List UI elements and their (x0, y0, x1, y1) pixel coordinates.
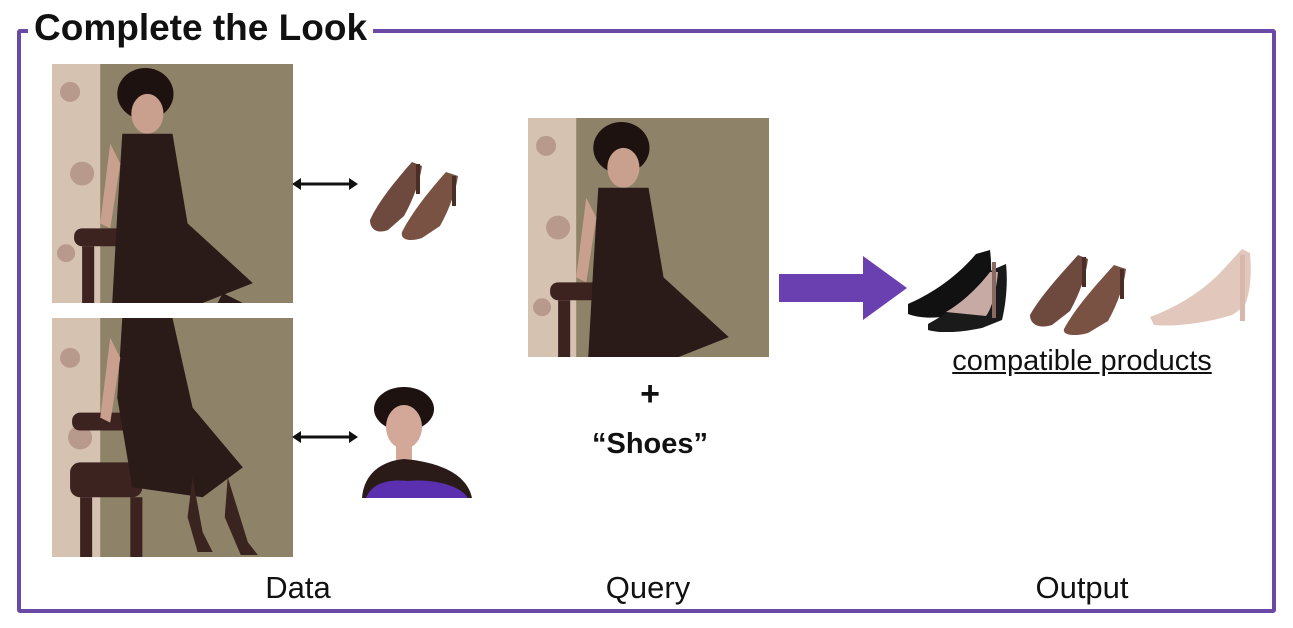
diagram-frame (17, 29, 1276, 613)
data-column-label: Data (265, 570, 331, 605)
output-column-label: Output (1035, 570, 1129, 605)
plus-sign: + (640, 375, 660, 413)
double-arrow-icon (292, 431, 358, 443)
query-category-label: “Shoes” (591, 428, 709, 460)
double-arrow-icon (292, 178, 358, 190)
compatible-products-caption: compatible products (952, 345, 1212, 377)
nude-pump-shoe-image (1150, 249, 1251, 326)
right-arrow-icon (779, 256, 907, 320)
mary-jane-shoe-image (1030, 255, 1126, 335)
shoes-product-image (370, 162, 458, 240)
scene-photo-bottom (52, 318, 293, 557)
black-pump-shoe-image (908, 250, 1007, 332)
query-column-label: Query (605, 570, 691, 605)
diagram-title: Complete the Look (28, 2, 374, 54)
top-product-image (362, 387, 472, 498)
query-scene-photo (528, 118, 769, 357)
scene-photo-top (52, 64, 293, 303)
